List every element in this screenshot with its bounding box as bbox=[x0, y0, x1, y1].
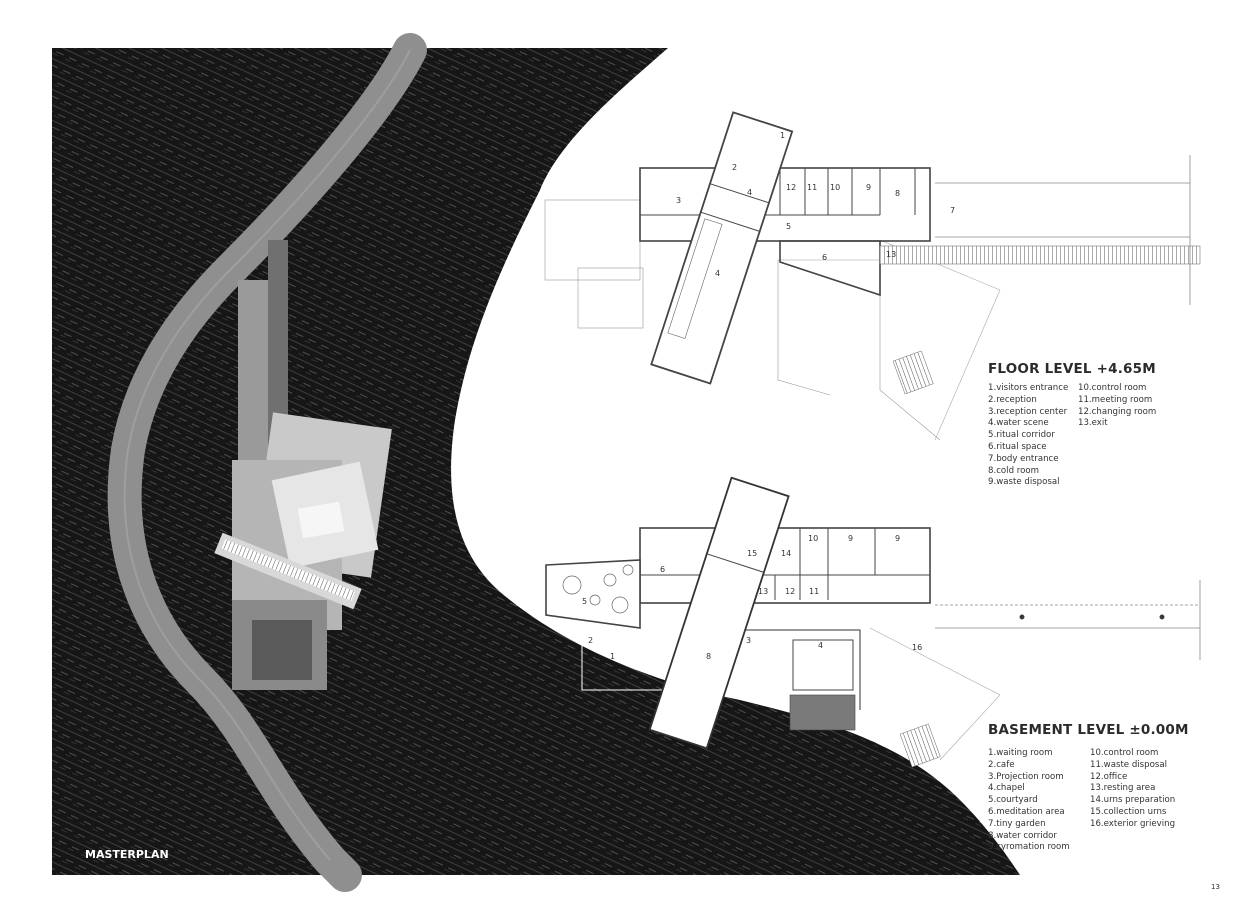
basement-room-6: 6 bbox=[660, 565, 665, 574]
basement-room-2: 2 bbox=[588, 636, 593, 645]
floor-legend-item: 13.exit bbox=[1078, 418, 1108, 429]
floor-legend-item: 7.body entrance bbox=[988, 453, 1059, 464]
floor-room-6: 6 bbox=[822, 253, 827, 262]
floor-room-2: 2 bbox=[732, 163, 737, 172]
floor-room-12: 12 bbox=[786, 183, 796, 192]
basement-legend-item: 9.cyromation room bbox=[988, 842, 1070, 853]
basement-level-title: BASEMENT LEVEL ±0.00M bbox=[988, 722, 1189, 738]
basement-room-14: 14 bbox=[781, 549, 791, 558]
basement-room-9a: 9 bbox=[848, 534, 853, 543]
basement-room-15: 15 bbox=[747, 549, 757, 558]
basement-legend-item: 12.office bbox=[1090, 771, 1128, 782]
basement-plan bbox=[545, 476, 1201, 768]
basement-legend-item: 1.waiting room bbox=[988, 748, 1053, 758]
floor-legend-item: 6.ritual space bbox=[988, 441, 1047, 452]
floor-room-13: 13 bbox=[886, 250, 896, 259]
basement-room-numbers: 1 2 3 4 5 6 8 9 9 10 11 12 13 14 15 16 bbox=[582, 534, 922, 661]
basement-legend-item: 4.chapel bbox=[988, 783, 1025, 794]
floor-room-10: 10 bbox=[830, 183, 840, 192]
basement-room-8: 8 bbox=[706, 652, 711, 661]
floor-room-9: 9 bbox=[866, 183, 871, 192]
page-number: 13 bbox=[1211, 883, 1220, 891]
floor-level-title: FLOOR LEVEL +4.65M bbox=[988, 361, 1156, 377]
floor-room-3: 3 bbox=[676, 196, 681, 205]
floor-room-1: 1 bbox=[780, 131, 785, 140]
basement-room-3: 3 bbox=[746, 636, 751, 645]
basement-legend-item: 10.control room bbox=[1090, 748, 1159, 758]
floor-legend-item: 1.visitors entrance bbox=[988, 383, 1069, 393]
floor-legend-item: 12.changing room bbox=[1078, 406, 1157, 417]
floor-legend-item: 3.reception center bbox=[988, 406, 1068, 417]
basement-legend-item: 14.urns preparation bbox=[1090, 795, 1176, 806]
basement-room-10: 10 bbox=[808, 534, 818, 543]
floor-legend-item: 4.water scene bbox=[988, 418, 1049, 429]
basement-room-1: 1 bbox=[610, 652, 615, 661]
floor-legend-item: 8.cold room bbox=[988, 465, 1039, 476]
basement-legend-item: 7.tiny garden bbox=[988, 818, 1046, 829]
basement-room-16: 16 bbox=[912, 643, 922, 652]
floor-room-4a: 4 bbox=[747, 188, 752, 197]
basement-legend-item: 3.Projection room bbox=[988, 771, 1064, 782]
floor-room-4b: 4 bbox=[715, 269, 720, 278]
basement-legend-item: 5.courtyard bbox=[988, 795, 1038, 806]
basement-legend-item: 8.water corridor bbox=[988, 830, 1057, 841]
floor-legend-item: 9.waste disposal bbox=[988, 477, 1060, 488]
basement-room-5: 5 bbox=[582, 597, 587, 606]
basement-legend-item: 16.exterior grieving bbox=[1090, 818, 1176, 829]
masterplan-building bbox=[214, 240, 392, 690]
basement-legend-item: 2.cafe bbox=[988, 759, 1015, 770]
basement-legend-item: 13.resting area bbox=[1090, 783, 1156, 794]
basement-room-9b: 9 bbox=[895, 534, 900, 543]
floor-legend-item: 10.control room bbox=[1078, 383, 1147, 393]
floor-legend-item: 2.reception bbox=[988, 394, 1037, 405]
basement-room-11: 11 bbox=[809, 587, 819, 596]
floor-plan-upper bbox=[544, 111, 1201, 441]
floor-room-7: 7 bbox=[950, 206, 955, 215]
floor-legend-item: 5.ritual corridor bbox=[988, 430, 1055, 441]
masterplan-title: MASTERPLAN bbox=[85, 848, 169, 861]
basement-legend-item: 11.waste disposal bbox=[1090, 759, 1167, 770]
basement-room-13: 13 bbox=[758, 587, 768, 596]
floor-room-numbers: 1 2 3 4 4 5 6 7 8 9 10 11 12 13 bbox=[676, 131, 955, 278]
floor-room-5: 5 bbox=[786, 222, 791, 231]
basement-legend-item: 6.meditation area bbox=[988, 806, 1065, 817]
basement-legend-right: 10.control room 11.waste disposal 12.off… bbox=[1090, 748, 1175, 831]
floor-room-11: 11 bbox=[807, 183, 817, 192]
floor-legend-right: 10.control room 11.meeting room 12.chang… bbox=[1078, 383, 1156, 430]
basement-room-4: 4 bbox=[818, 641, 823, 650]
terrain-area bbox=[52, 48, 1020, 875]
floor-legend-left: 1.visitors entrance 2.reception 3.recept… bbox=[988, 383, 1068, 489]
basement-legend-item: 15.collection urns bbox=[1090, 806, 1167, 817]
floor-room-8: 8 bbox=[895, 189, 900, 198]
basement-room-12: 12 bbox=[785, 587, 795, 596]
floor-legend-item: 11.meeting room bbox=[1078, 394, 1153, 405]
basement-legend-left: 1.waiting room 2.cafe 3.Projection room … bbox=[988, 748, 1070, 854]
